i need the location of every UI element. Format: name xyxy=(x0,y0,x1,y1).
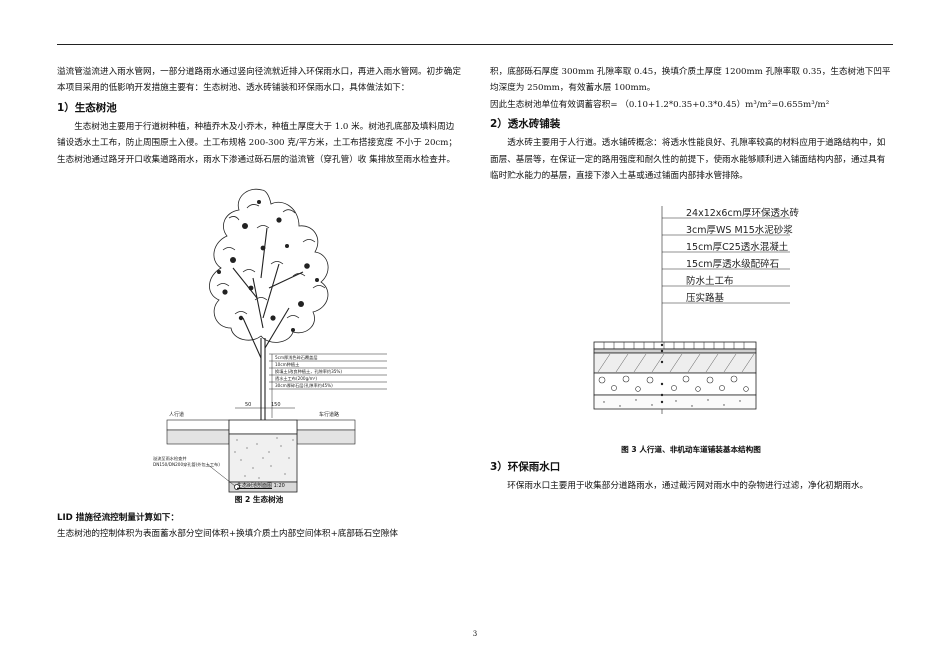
section-title: 生态树池剖面图 1:20 xyxy=(237,478,285,494)
scale-text: 1:20 xyxy=(273,483,285,490)
pit-texture xyxy=(234,437,294,479)
layer-label: 5cm厚浅色碎石覆盖层 xyxy=(275,354,318,361)
paragraph: 透水砖主要用于人行道。透水铺砖概念：将透水性能良好、孔隙率较高的材料应用于道路结… xyxy=(490,138,886,182)
lid-heading: LID 措施径流控制量计算如下： xyxy=(57,513,179,524)
pipe-labels: 溢流至雨水检查井 DN150/DN200穿孔管(外包土工布) xyxy=(153,455,236,487)
paving-section xyxy=(593,342,757,410)
dimension-marks: 50 150 xyxy=(235,402,295,409)
figure-caption: 图 3 人行道、非机动车道铺装基本结构图 xyxy=(621,445,761,455)
layer-label: 30cm厚碎石层(孔隙率约45%) xyxy=(275,382,333,389)
left-column: 溢流管溢流进入雨水管网，一部分道路雨水通过竖向径流就近排入环保雨水口，再进入雨水… xyxy=(57,64,461,543)
tree-pit-body xyxy=(228,419,298,493)
paragraph: 环保雨水口主要用于收集部分道路雨水，通过截污网对雨水中的杂物进行过滤，净化初期雨… xyxy=(507,481,869,492)
paragraph: 生态树池的控制体积为表面蓄水部分空间体积+换填介质土内部空间体积+底部砾石空隙体 xyxy=(57,529,398,540)
figure-caption: 图 2 生态树池 xyxy=(234,495,284,505)
pipe-label: DN150/DN200穿孔管(外包土工布) xyxy=(153,461,220,468)
brick-joints xyxy=(603,342,745,350)
right-column: 积，底部砾石厚度 300mm 孔隙率取 0.45，换填介质土厚度 1200mm … xyxy=(490,64,892,495)
figure-tree-pit: 5cm厚浅色碎石覆盖层 10cm种植土 换填土(改良种植土，孔隙率约35%) 透… xyxy=(57,168,461,494)
layer-label: 15cm厚透水级配碎石 xyxy=(686,258,779,270)
layer-label: 24x12x6cm厚环保透水砖 xyxy=(686,207,799,219)
layer-label: 透水土工布(200g/m²) xyxy=(275,375,317,382)
roadway-label: 车行道路 xyxy=(319,411,339,418)
dimension-label: 50 xyxy=(245,402,251,408)
paragraph: 积，底部砾石厚度 300mm 孔隙率取 0.45，换填介质土厚度 1200mm … xyxy=(490,67,891,94)
section-title-text: 生态树池剖面图 xyxy=(237,483,273,490)
layer-label: 10cm种植土 xyxy=(275,361,299,368)
paragraph: 溢流管溢流进入雨水管网，一部分道路雨水通过竖向径流就近排入环保雨水口，再进入雨水… xyxy=(57,67,461,94)
pipe-label: 溢流至雨水检查井 xyxy=(153,455,187,462)
layer-label: 3cm厚WS M15水泥砂浆 xyxy=(686,224,793,236)
subgrade-dots xyxy=(603,399,741,408)
layer-label: 15cm厚C25透水混凝土 xyxy=(686,241,789,253)
layer-legend: 5cm厚浅色碎石覆盖层 10cm种植土 换填土(改良种植土，孔隙率约35%) 透… xyxy=(269,353,387,419)
tree-foliage-dark xyxy=(217,200,319,333)
layer-label: 换填土(改良种植土，孔隙率约35%) xyxy=(275,368,342,375)
dimension-label: 150 xyxy=(271,402,281,408)
formula-paragraph: 因此生态树池单位有效调蓄容积= （0.10+1.2*0.35+0.3*0.45）… xyxy=(490,99,830,110)
header-rule xyxy=(57,44,893,45)
paving-structure-drawing: 24x12x6cm厚环保透水砖 3cm厚WS M15水泥砂浆 15cm厚C25透… xyxy=(593,206,799,415)
sidewalk-label: 人行道 xyxy=(169,411,184,418)
section-heading-eco-inlet: 3）环保雨水口 xyxy=(490,461,561,474)
section-heading-tree-pit: 1）生态树池 xyxy=(57,101,117,114)
paragraph: 生态树池主要用于行道树种植，种植乔木及小乔木，种植土厚度大于 1.0 米。树池孔… xyxy=(57,121,457,165)
ground-right: 车行道路 xyxy=(296,411,356,445)
figure-paving-structure: 24x12x6cm厚环保透水砖 3cm厚WS M15水泥砂浆 15cm厚C25透… xyxy=(490,204,892,444)
layer-label: 压实路基 xyxy=(686,292,725,304)
ground-left: 人行道 xyxy=(166,411,230,445)
concrete-hatch xyxy=(597,354,755,373)
paving-layer-labels: 24x12x6cm厚环保透水砖 3cm厚WS M15水泥砂浆 15cm厚C25透… xyxy=(686,207,799,304)
section-heading-permeable-paving: 2）透水砖铺装 xyxy=(490,118,561,131)
leader-dots xyxy=(660,344,664,404)
tree-canopy xyxy=(209,188,329,343)
tree-pit-drawing: 5cm厚浅色碎石覆盖层 10cm种植土 换填土(改良种植土，孔隙率约35%) 透… xyxy=(153,188,387,493)
gravel-circles xyxy=(598,376,749,393)
page-number: 3 xyxy=(472,630,478,638)
layer-label: 防水土工布 xyxy=(686,275,734,287)
